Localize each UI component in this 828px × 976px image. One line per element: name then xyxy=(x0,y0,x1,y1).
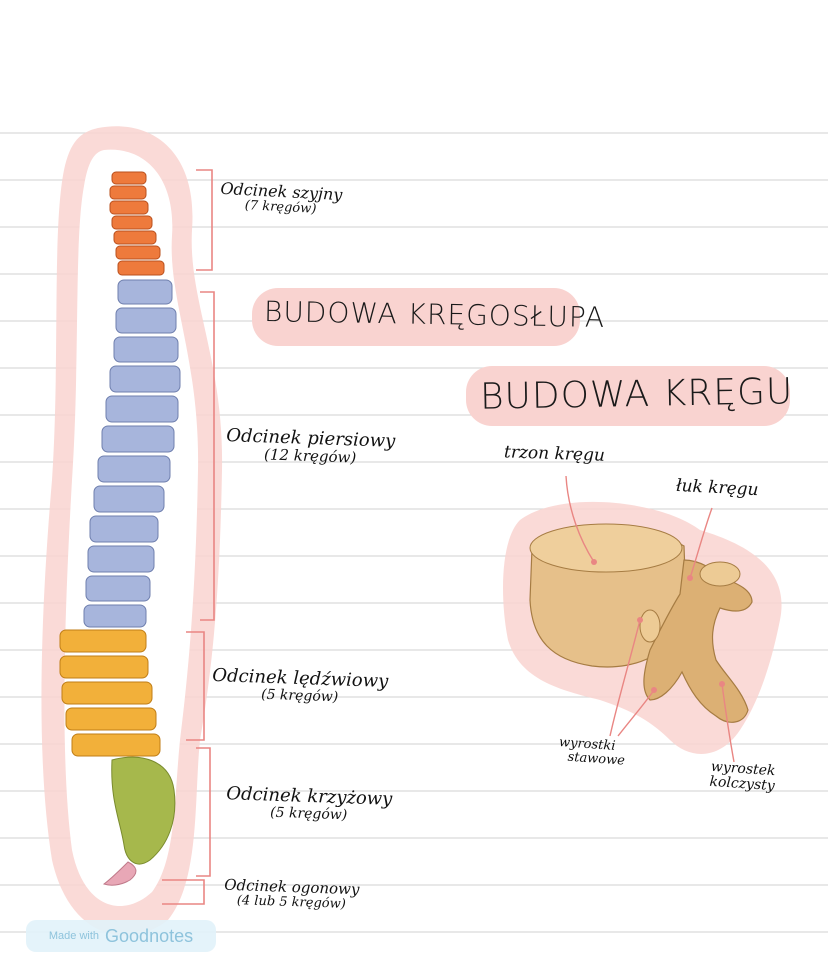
label-vertebral-body: trzon kręgu xyxy=(503,442,606,466)
coccyx xyxy=(102,861,137,886)
leader-lines xyxy=(565,475,735,763)
leader-dots xyxy=(591,559,725,693)
spine-title: BUDOWA KRĘGOSŁUPA xyxy=(263,295,606,334)
section-label-lumbar: Odcinek lędźwiowy (5 kręgów) xyxy=(211,665,389,707)
label-spinous-process: wyrostek kolczysty xyxy=(709,759,776,794)
vertebra-title: BUDOWA KRĘGU xyxy=(479,371,794,418)
spine-title-highlight xyxy=(252,288,580,346)
thoracic-vertebrae xyxy=(83,279,181,628)
sacrum xyxy=(111,756,176,865)
section-label-cervical: Odcinek szyjny (7 kręgów) xyxy=(219,179,343,218)
vertebra-arch xyxy=(643,559,753,723)
vertebra-illustration xyxy=(529,523,753,723)
section-label-coccygeal: Odcinek ogonowy (4 lub 5 kręgów) xyxy=(224,876,360,912)
section-label-sacral: Odcinek krzyżowy (5 kręgów) xyxy=(225,783,393,824)
section-brackets xyxy=(162,169,215,905)
label-articular-processes: wyrostki stawowe xyxy=(547,735,626,768)
watermark-prefix: Made with xyxy=(48,930,100,942)
goodnotes-watermark: Made with Goodnotes xyxy=(26,920,216,952)
vertebra-title-highlight xyxy=(466,366,790,426)
cervical-vertebrae xyxy=(109,171,165,276)
watermark-brand: Goodnotes xyxy=(105,925,194,946)
lumbar-vertebrae xyxy=(59,629,161,757)
section-label-thoracic: Odcinek piersiowy (12 kręgów) xyxy=(225,425,396,468)
